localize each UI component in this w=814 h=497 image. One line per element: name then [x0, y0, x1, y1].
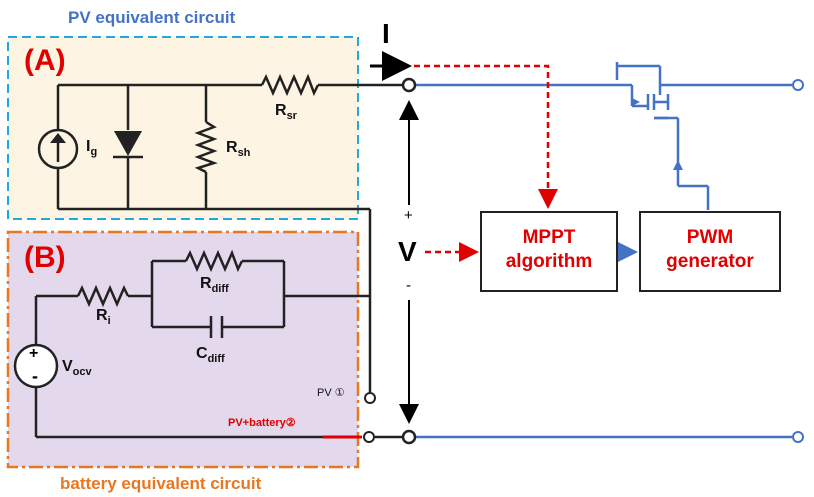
voltage-label: V [398, 236, 417, 267]
pv-circuit-wiring [56, 83, 403, 393]
rdiff-resistor-icon [184, 249, 244, 273]
pwm-block [639, 211, 781, 292]
current-label: I [382, 18, 390, 49]
vocv-label: Vocv [62, 358, 92, 378]
voltage-plus-label: + [404, 207, 413, 224]
voltage-minus-label: - [406, 277, 411, 294]
battery-circuit-tag: (B) [24, 241, 66, 274]
current-source-icon [37, 128, 79, 170]
switch-contact-pv-battery[interactable] [363, 431, 375, 443]
mosfet-gate-arrow-icon [632, 98, 640, 106]
pwm-block-label: PWM generator [666, 227, 754, 272]
current-sense-signal [414, 64, 558, 209]
rdiff-label: Rdiff [200, 275, 229, 295]
voltage-source-icon [13, 343, 59, 389]
cdiff-label: Cdiff [196, 345, 225, 365]
ig-label: Ig [86, 138, 98, 158]
rsr-resistor-icon [260, 73, 320, 97]
battery-circuit-title: battery equivalent circuit [60, 474, 262, 493]
pv-battery-switch-label: PV+battery② [228, 417, 296, 429]
output-terminal-top[interactable] [792, 79, 804, 91]
ri-resistor-icon [76, 284, 130, 308]
rsh-resistor-icon [194, 120, 218, 174]
rsr-label: Rsr [275, 102, 297, 122]
vocv-plus-sign: + [29, 345, 39, 362]
pv-circuit-title: PV equivalent circuit [68, 8, 236, 27]
pv-circuit-box [7, 36, 359, 220]
battery-circuit-wiring [34, 259, 370, 439]
output-terminal-bottom[interactable] [792, 431, 804, 443]
mppt-block-label: MPPT algorithm [505, 227, 593, 272]
mosfet-arrow-icon [673, 160, 683, 170]
mppt-block [480, 211, 618, 292]
pv-circuit-tag: (A) [24, 44, 66, 77]
pv-switch-label: PV ① [317, 387, 345, 399]
rsh-label: Rsh [226, 139, 251, 159]
node-terminal-bottom[interactable] [401, 429, 417, 445]
node-terminal-top[interactable] [401, 77, 417, 93]
switch-contact-pv[interactable] [364, 392, 376, 404]
output-wiring [415, 62, 792, 439]
diode-icon [113, 131, 143, 159]
ri-label: Ri [96, 307, 111, 327]
battery-circuit-box [6, 230, 360, 469]
vocv-minus-sign: - [32, 366, 38, 386]
